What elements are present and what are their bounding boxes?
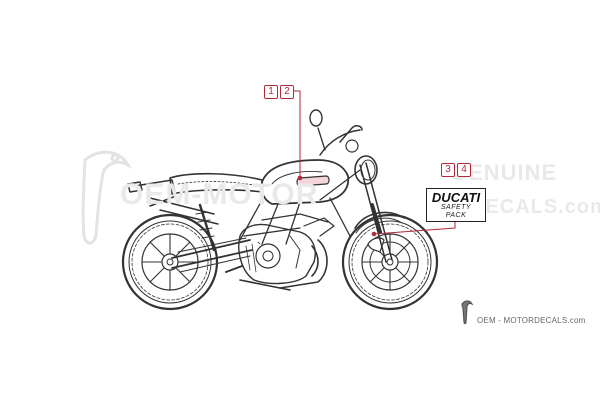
callout-number-2: 2 — [280, 85, 294, 99]
callout-number-4: 4 — [457, 163, 471, 177]
engine — [238, 217, 335, 285]
leader-3-4 — [373, 220, 456, 235]
seat — [169, 172, 263, 195]
decal-label: DUCATI SAFETY PACK — [426, 188, 486, 222]
decal-brand: DUCATI — [431, 190, 481, 205]
motorcycle — [121, 109, 439, 311]
watermark-logo-left — [81, 150, 132, 245]
tank-badge — [296, 175, 330, 187]
headlight — [345, 139, 378, 185]
callout-number-1: 1 — [264, 85, 278, 99]
exhaust — [239, 239, 328, 291]
drivetrain — [177, 237, 251, 273]
decal-line-2: PACK — [445, 212, 467, 219]
callout-top: 1 2 — [264, 85, 294, 99]
decal-line-1: SAFETY — [440, 204, 472, 211]
tail-section — [127, 179, 219, 252]
footer-logo-spacer — [462, 302, 474, 326]
watermark-text-left: OEM-MOTOR — [120, 178, 319, 211]
footer-brand: OEM - MOTORDECALS.com — [462, 302, 586, 326]
callout-number-3: 3 — [441, 163, 455, 177]
leader-1-2 — [291, 90, 301, 178]
footer-site-text: OEM - MOTORDECALS.com — [477, 316, 586, 325]
bird-logo-icon — [461, 300, 474, 325]
handlebar — [309, 109, 363, 156]
watermark-text-right-bottom: DECALS.com — [470, 196, 600, 218]
callout-leaders — [291, 90, 456, 237]
front-wheel — [341, 213, 439, 311]
callout-right: 3 4 — [441, 163, 471, 177]
fuel-tank — [260, 159, 350, 205]
